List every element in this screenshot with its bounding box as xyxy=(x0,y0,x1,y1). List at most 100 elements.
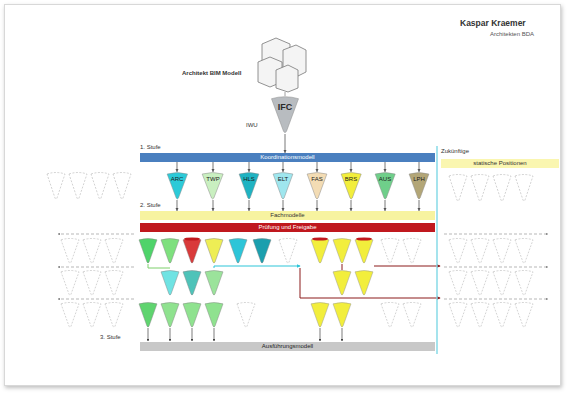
funnel-shape xyxy=(270,96,300,134)
dashed-arrow xyxy=(58,267,134,268)
divider-line xyxy=(436,146,437,354)
funnel xyxy=(183,270,201,295)
firm-name: Kaspar Kraemer xyxy=(460,19,526,29)
funnel xyxy=(139,238,157,263)
ghost-funnel xyxy=(113,173,131,200)
discipline-funnel: FAS xyxy=(306,172,328,200)
ghost-funnel xyxy=(449,270,467,295)
funnel-label: IFC xyxy=(270,102,300,112)
down-arrow xyxy=(214,328,215,341)
ghost-funnel xyxy=(47,173,65,200)
funnel-label: FAS xyxy=(306,176,328,183)
ghost-funnel xyxy=(403,302,421,327)
band-label: Fachmodelle xyxy=(140,211,435,220)
connector xyxy=(213,162,214,172)
band-label: Ausführungsmodell xyxy=(140,342,435,351)
ghost-funnel xyxy=(91,173,109,200)
ghost-funnel xyxy=(471,302,489,327)
discipline-funnel: BRS xyxy=(340,172,362,200)
building-block xyxy=(276,65,298,92)
ghost-funnel xyxy=(493,175,511,202)
funnel xyxy=(311,302,329,327)
down-arrow xyxy=(170,328,171,341)
output-arrows xyxy=(148,328,342,341)
funnel-label: ARC xyxy=(166,176,189,183)
ghost-funnel xyxy=(449,302,467,327)
funnel-label: LPH xyxy=(408,176,430,183)
funnel xyxy=(333,270,351,295)
funnel xyxy=(205,238,223,263)
funnel xyxy=(229,238,247,263)
ghost-funnel xyxy=(83,270,101,295)
source-funnel: IFC xyxy=(270,96,300,134)
connector xyxy=(249,200,250,211)
section-label: Zukünftige xyxy=(441,148,469,155)
red-flow-line xyxy=(300,268,440,298)
dashed-arrow xyxy=(444,234,548,235)
funnel xyxy=(205,270,223,295)
dashed-arrow xyxy=(444,267,548,268)
funnel-label: HLS xyxy=(238,176,260,183)
funnel-label: TWP xyxy=(201,176,224,183)
ghost-funnel xyxy=(515,175,533,202)
connector xyxy=(317,200,318,211)
ghost-funnel xyxy=(515,302,533,327)
connector xyxy=(213,200,214,211)
approval-band: Prüfung und Freigabe xyxy=(140,223,435,232)
funnel xyxy=(355,238,373,263)
funnel xyxy=(253,238,271,263)
model-label: Architekt BIM Modell xyxy=(182,70,241,77)
feed-line xyxy=(285,92,286,96)
funnel xyxy=(183,238,201,263)
ghost-funnel xyxy=(61,270,79,295)
ghost-funnel xyxy=(381,302,399,327)
ghost-funnel xyxy=(279,238,297,263)
future-band: statische Positionen xyxy=(441,159,559,168)
discipline-funnel: AUS xyxy=(374,172,396,200)
ghost-funnel xyxy=(493,302,511,327)
funnel xyxy=(205,302,223,327)
funnel-label: BRS xyxy=(340,176,362,183)
red-flow-line xyxy=(342,264,343,270)
execution-band: Ausführungsmodell xyxy=(140,342,435,351)
stage-label: 1. Stufe xyxy=(140,144,161,151)
connector xyxy=(317,162,318,172)
funnel-label: AUS xyxy=(374,176,396,183)
funnel xyxy=(161,302,179,327)
band-label: Prüfung und Freigabe xyxy=(140,223,435,232)
down-arrow xyxy=(342,328,343,341)
funnel-group-left xyxy=(139,238,271,327)
dashed-arrow xyxy=(444,299,548,300)
discipline-funnel: TWP xyxy=(201,172,224,200)
funnel-group-right xyxy=(311,238,373,327)
ghost-funnel xyxy=(493,270,511,295)
ghost-funnel xyxy=(449,175,467,202)
connector xyxy=(249,162,250,172)
ghost-funnel xyxy=(471,175,489,202)
dashed-arrow xyxy=(58,299,134,300)
connector xyxy=(283,200,284,211)
ghost-funnel xyxy=(515,238,533,263)
connector xyxy=(176,162,177,172)
discipline-funnel: ARC xyxy=(166,172,189,200)
side-arrows xyxy=(58,234,548,299)
funnel-caps xyxy=(184,237,372,240)
stage-label: 3. Stufe xyxy=(100,334,121,341)
ghost-funnel xyxy=(493,238,511,263)
coordination-band: Koordinationsmodell xyxy=(140,153,435,162)
funnel xyxy=(311,238,329,263)
funnel xyxy=(333,238,351,263)
funnel xyxy=(139,302,157,327)
ghost-funnel xyxy=(515,270,533,295)
dashed-arrow xyxy=(58,234,134,235)
ghost-funnel xyxy=(471,238,489,263)
connector xyxy=(419,162,420,172)
stage-label: 2. Stufe xyxy=(140,202,161,209)
funnel xyxy=(183,302,201,327)
red-flow-line xyxy=(374,266,440,267)
cyan-flow-line xyxy=(214,266,300,268)
ghost-funnel xyxy=(83,238,101,263)
funnel-label: ELT xyxy=(272,176,294,183)
building-icon xyxy=(258,38,306,92)
